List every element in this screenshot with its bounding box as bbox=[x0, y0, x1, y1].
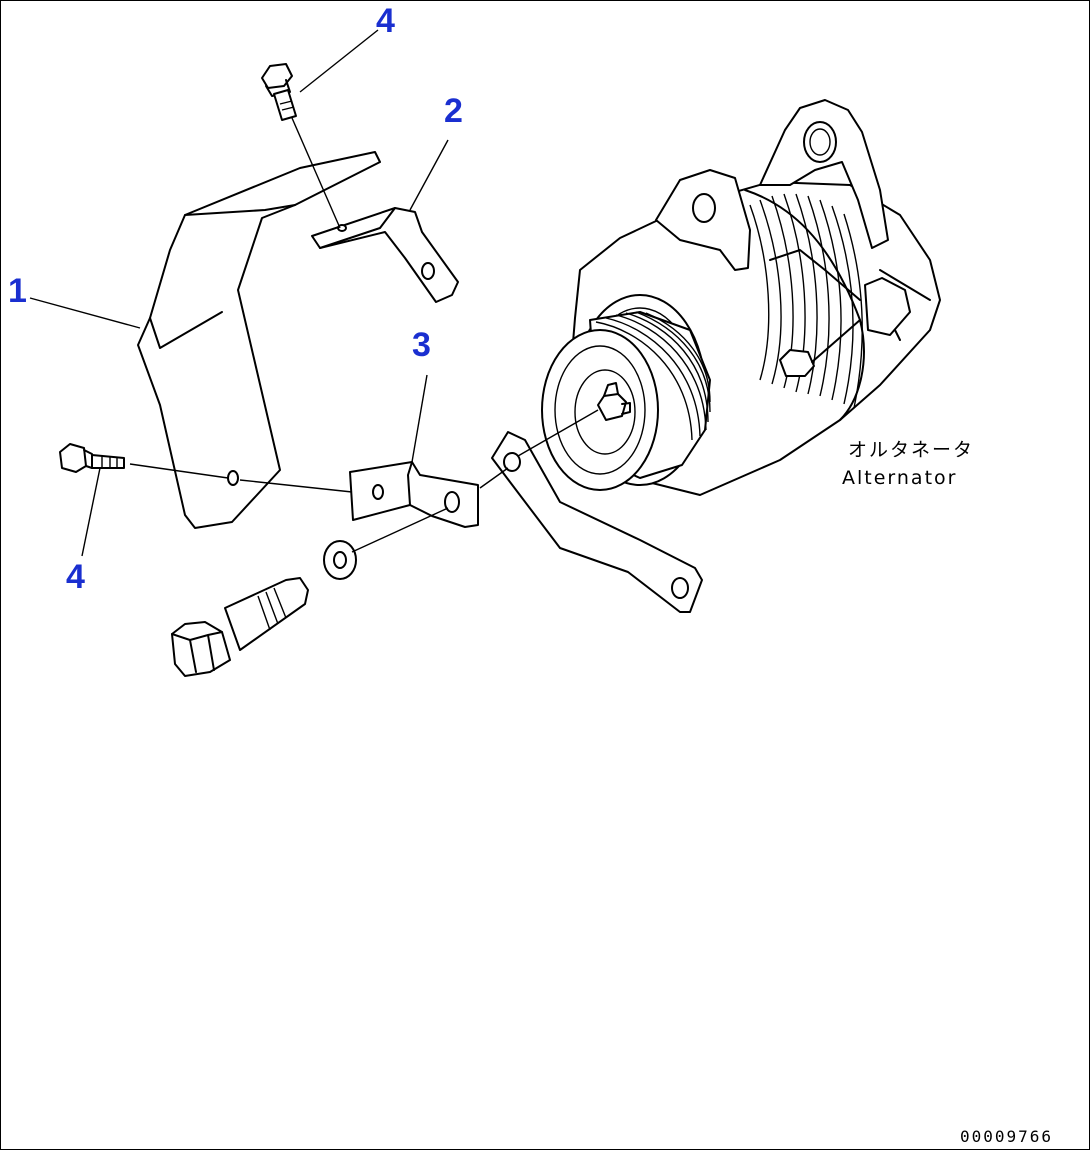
alternator-label-jp: オルタネータ bbox=[848, 439, 974, 461]
bolt-top-part-4 bbox=[261, 63, 297, 121]
callout-2: 2 bbox=[444, 92, 463, 130]
drawing-number: 00009766 bbox=[960, 1127, 1053, 1146]
alternator-label-en: Alternator bbox=[842, 467, 957, 489]
callout-4-bottom: 4 bbox=[66, 558, 85, 596]
callout-1: 1 bbox=[8, 272, 27, 310]
lower-bracket-part-3 bbox=[349, 461, 479, 528]
adjustment-strap bbox=[491, 431, 703, 613]
alternator bbox=[541, 99, 941, 496]
bolt-left-part-4 bbox=[59, 443, 125, 473]
callout-3: 3 bbox=[412, 326, 431, 364]
cover-plate-part-1 bbox=[137, 151, 381, 529]
callout-4-top: 4 bbox=[376, 2, 395, 40]
large-hex-bolt bbox=[171, 577, 309, 677]
leader-lines bbox=[29, 29, 599, 557]
upper-bracket-part-2 bbox=[311, 207, 459, 303]
washer bbox=[323, 540, 357, 580]
